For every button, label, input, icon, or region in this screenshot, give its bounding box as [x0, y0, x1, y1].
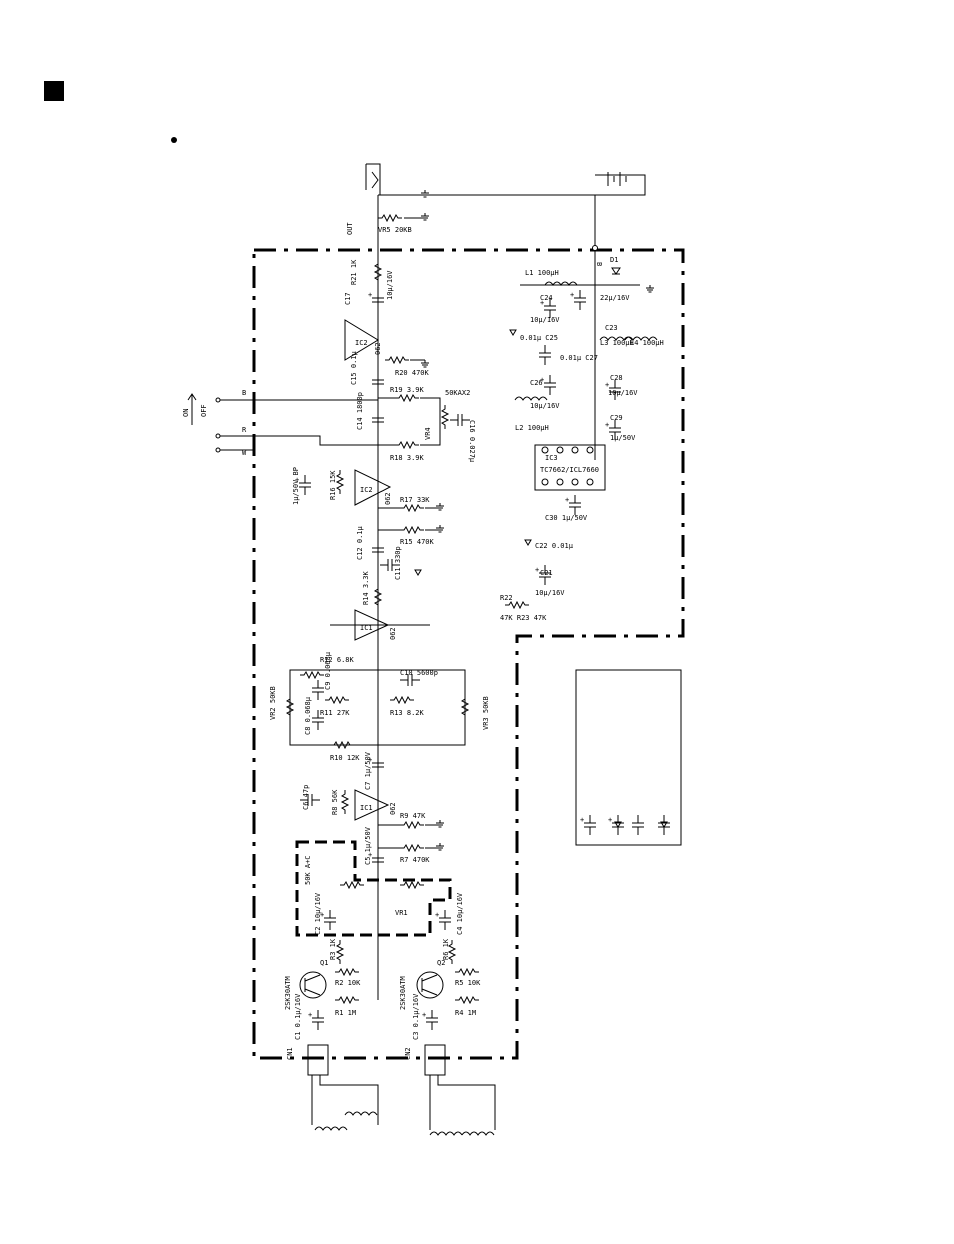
- r1-label: R1 1M: [335, 1009, 356, 1017]
- r20-label: R20 470K: [395, 369, 430, 377]
- ic2b-ref: IC2: [355, 339, 368, 347]
- ic1a-ref: IC1: [360, 804, 373, 812]
- vr4-value: 50KAX2: [445, 389, 470, 397]
- c8-label: C8 0.068μ: [304, 696, 312, 735]
- r11-label: R11 27K: [320, 709, 350, 717]
- c25-label: 0.01μ C25: [520, 334, 558, 342]
- r7-label: R7 470K: [400, 856, 430, 864]
- c9-label: C9 0.068μ: [324, 651, 332, 690]
- c13-label: 1μ/50V BP: [292, 467, 300, 505]
- r14-label: R14 3.3K: [362, 570, 370, 605]
- c1-label: C1 0.1μ/16V: [294, 993, 302, 1040]
- c29-value: 1μ/50V: [610, 434, 636, 442]
- c23-label: C23: [605, 324, 618, 332]
- r12-label: R12 6.8K: [320, 656, 355, 664]
- c17-label: C17: [344, 292, 352, 305]
- r18-label: R18 3.9K: [390, 454, 425, 462]
- c5-label: C5 1μ/50V: [364, 826, 372, 865]
- c4-label: C4 10μ/16V: [456, 892, 464, 935]
- l3-label: L3 100μH: [600, 339, 634, 347]
- c23-value: 22μ/16V: [600, 294, 630, 302]
- r16-label: R16 15K: [329, 470, 337, 500]
- r10-label: R10 12K: [330, 754, 360, 762]
- d1-label: D1: [610, 256, 618, 264]
- cn1-label: CN1: [286, 1047, 294, 1060]
- out-label: OUT: [346, 222, 354, 235]
- c28-label: C28: [610, 374, 623, 382]
- vr4-label: VR4: [424, 427, 432, 440]
- switch-off-label: OFF: [200, 404, 208, 417]
- ic2b-part: 062: [374, 342, 382, 355]
- ic3-part: TC7662/ICL7660: [540, 466, 599, 474]
- c26-label: C26: [530, 379, 543, 387]
- c17-value: 10μ/16V: [386, 270, 394, 300]
- c11-label: C11 330p: [394, 546, 402, 580]
- ic1b-ref: IC1: [360, 624, 373, 632]
- cn2-label: CN2: [404, 1047, 412, 1060]
- r6-label: R6 1K: [442, 938, 450, 960]
- vr1-value: 50K A+C: [304, 855, 312, 885]
- ic2a-ref: IC2: [360, 486, 373, 494]
- q2-part: 2SK30ATM: [399, 976, 407, 1010]
- c2-label: C2 10μ/16V: [314, 892, 322, 935]
- ic2a-part: 062: [384, 492, 392, 505]
- vr1-label: VR1: [395, 909, 408, 917]
- r9-label: R9 47K: [400, 812, 426, 820]
- r13-label: R13 8.2K: [390, 709, 425, 717]
- c3-label: C3 0.1μ/16V: [412, 993, 420, 1040]
- c14-label: C14 1800p: [356, 392, 364, 430]
- r4-label: R4 1M: [455, 1009, 476, 1017]
- c27-label: 0.01μ C27: [560, 354, 598, 362]
- c21-value: 10μ/16V: [535, 589, 565, 597]
- c22-label: C22 0.01μ: [535, 542, 574, 550]
- c10-label: C10 5600p: [400, 669, 438, 677]
- r19-label: R19 3.9K: [390, 386, 425, 394]
- q1-label: Q1: [320, 959, 328, 967]
- r17-label: R17 33K: [400, 496, 430, 504]
- c12-label: C12 0.1μ: [356, 525, 364, 560]
- q2-label: Q2: [437, 959, 445, 967]
- r2-label: R2 10K: [335, 979, 361, 987]
- c21-label: C21: [540, 569, 553, 577]
- c6-label: C6 47p: [302, 785, 310, 810]
- r-wire-label: R: [242, 426, 247, 434]
- c30-label: C30 1μ/50V: [545, 514, 588, 522]
- r5-label: R5 10K: [455, 979, 481, 987]
- ic3-ref: IC3: [545, 454, 558, 462]
- r3-label: R3 1K: [329, 938, 337, 960]
- c7-label: C7 1μ/50V: [364, 751, 372, 790]
- l4-label: L4 100μH: [630, 339, 664, 347]
- bullet-point: [171, 137, 177, 143]
- c24-value: 10μ/16V: [530, 316, 560, 324]
- vr2-label: VR2 50KB: [269, 686, 277, 720]
- b-wire-label: B: [242, 389, 246, 397]
- r23-label: 47K R23 47K: [500, 614, 547, 622]
- section-marker: [44, 81, 64, 101]
- vr5-label: VR5 20KB: [378, 226, 412, 234]
- ic1a-part: 062: [389, 802, 397, 815]
- c26-value: 10μ/16V: [530, 402, 560, 410]
- w-wire-label: W: [242, 449, 247, 457]
- switch-on-label: ON: [182, 409, 190, 417]
- q1-part: 2SK30ATM: [284, 976, 292, 1010]
- l1-label: L1 100μH: [525, 269, 559, 277]
- r15-label: R15 470K: [400, 538, 435, 546]
- supply-b-label: B: [595, 262, 603, 266]
- c24-label: C24: [540, 294, 553, 302]
- r8-label: R8 56K: [331, 789, 339, 815]
- ic1b-part: 062: [389, 627, 397, 640]
- l2-label: L2 100μH: [515, 424, 549, 432]
- c28-value: 10μ/16V: [608, 389, 638, 397]
- r21-label: R21 1K: [350, 259, 358, 285]
- c16-label: C16 0.027μ: [468, 420, 476, 463]
- c15-label: C15 0.1μ: [350, 350, 358, 385]
- r22-label: R22: [500, 594, 513, 602]
- vr3-label: VR3 50KB: [482, 696, 490, 730]
- c29-label: C29: [610, 414, 623, 422]
